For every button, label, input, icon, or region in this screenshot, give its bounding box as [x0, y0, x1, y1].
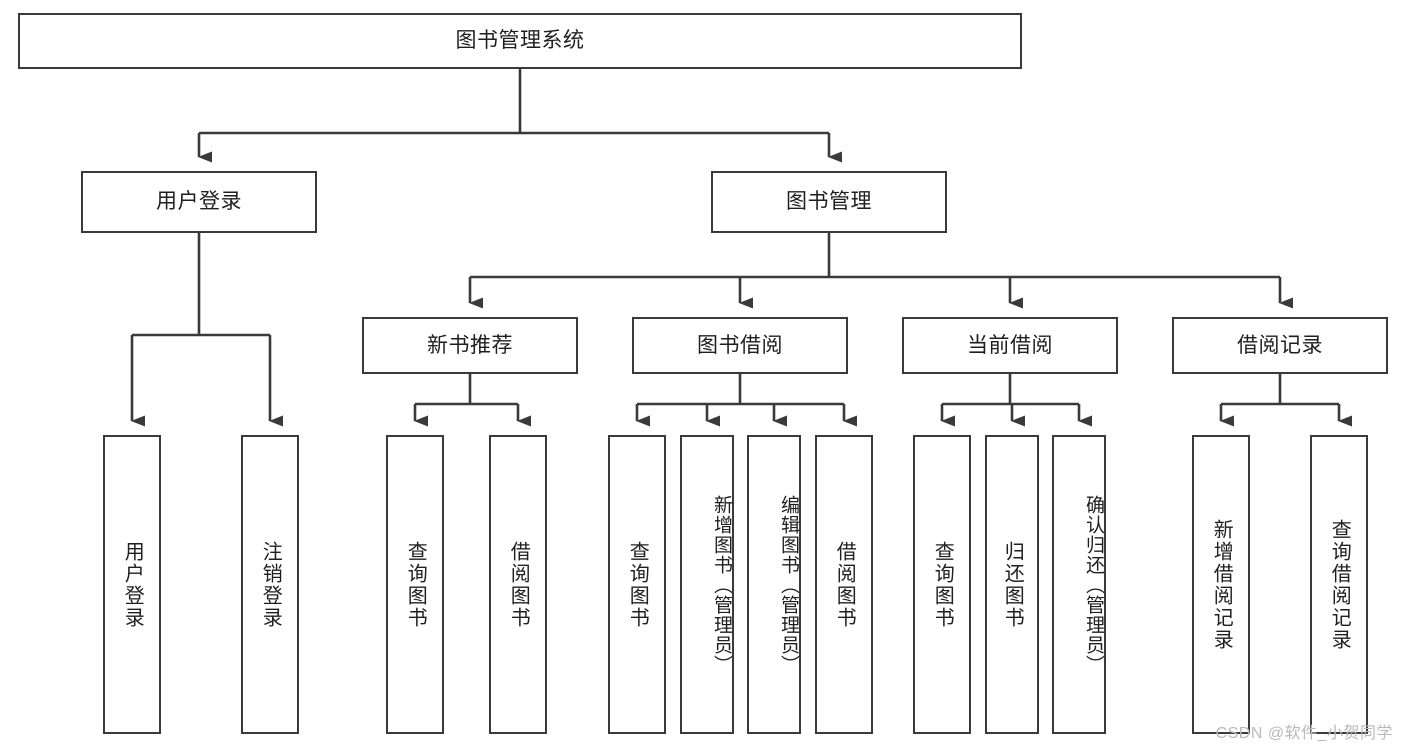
node-borrow-record-label: 借阅记录	[1237, 333, 1323, 357]
node-leaf-user-login[interactable]: 用户登录	[103, 435, 161, 734]
node-current-borrow[interactable]: 当前借阅	[902, 317, 1118, 374]
node-leaf-recommend-borrow-book[interactable]: 借阅图书	[489, 435, 547, 734]
node-leaf-borrow-query-book[interactable]: 查询图书	[608, 435, 666, 734]
node-borrow-record[interactable]: 借阅记录	[1172, 317, 1388, 374]
node-book-management-label: 图书管理	[786, 190, 872, 214]
node-leaf-current-query-book-label: 查询图书	[931, 540, 954, 629]
node-leaf-current-query-book[interactable]: 查询图书	[913, 435, 971, 734]
node-leaf-current-return-book-label: 归还图书	[1001, 540, 1024, 629]
node-leaf-record-add-label: 新增借阅记录	[1210, 518, 1233, 651]
node-book-borrow-label: 图书借阅	[697, 333, 783, 357]
node-current-borrow-label: 当前借阅	[967, 333, 1053, 357]
node-leaf-current-return-book[interactable]: 归还图书	[985, 435, 1039, 734]
csdn-watermark: CSDN @软件_小贺同学	[1215, 725, 1393, 742]
node-leaf-record-query[interactable]: 查询借阅记录	[1310, 435, 1368, 734]
node-user-login-label: 用户登录	[156, 190, 242, 214]
node-leaf-record-add[interactable]: 新增借阅记录	[1192, 435, 1250, 734]
node-leaf-borrow-add-book[interactable]: 新增图书（管理员）	[680, 435, 734, 734]
node-new-book-recommend-label: 新书推荐	[427, 333, 513, 357]
node-new-book-recommend[interactable]: 新书推荐	[362, 317, 578, 374]
node-leaf-recommend-query-book-label: 查询图书	[404, 540, 427, 629]
node-leaf-current-confirm-return-label: 确认归还（管理员）	[1083, 494, 1104, 675]
node-user-login[interactable]: 用户登录	[81, 171, 317, 233]
node-leaf-borrow-add-book-label: 新增图书（管理员）	[711, 494, 732, 675]
node-leaf-borrow-borrow-book-label: 借阅图书	[833, 540, 856, 629]
node-leaf-record-query-label: 查询借阅记录	[1328, 518, 1351, 651]
node-book-management[interactable]: 图书管理	[711, 171, 947, 233]
node-leaf-borrow-borrow-book[interactable]: 借阅图书	[815, 435, 873, 734]
node-leaf-borrow-edit-book-label: 编辑图书（管理员）	[778, 494, 799, 675]
node-leaf-user-logout-label: 注销登录	[259, 540, 282, 629]
node-leaf-recommend-borrow-book-label: 借阅图书	[507, 540, 530, 629]
node-leaf-user-login-label: 用户登录	[121, 540, 144, 629]
node-book-borrow[interactable]: 图书借阅	[632, 317, 848, 374]
node-root[interactable]: 图书管理系统	[18, 13, 1022, 69]
node-leaf-borrow-query-book-label: 查询图书	[626, 540, 649, 629]
node-leaf-recommend-query-book[interactable]: 查询图书	[386, 435, 444, 734]
node-root-label: 图书管理系统	[455, 29, 585, 53]
node-leaf-borrow-edit-book[interactable]: 编辑图书（管理员）	[747, 435, 801, 734]
node-leaf-current-confirm-return[interactable]: 确认归还（管理员）	[1052, 435, 1106, 734]
node-leaf-user-logout[interactable]: 注销登录	[241, 435, 299, 734]
